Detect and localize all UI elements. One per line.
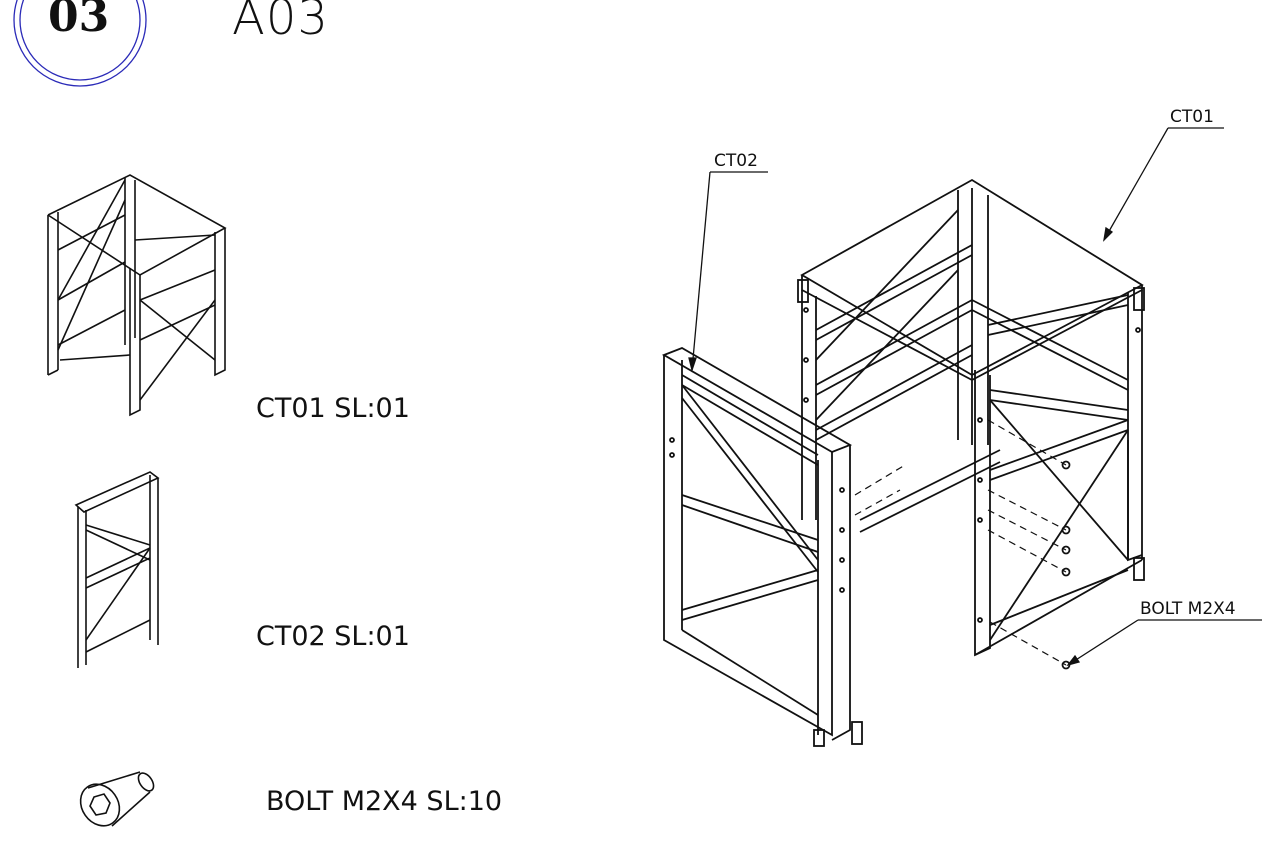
step-number: 03 <box>48 0 110 42</box>
step-badge <box>13 0 147 87</box>
assembly-drawing <box>661 178 1145 747</box>
part-label-ct02: CT02 SL:01 <box>256 621 410 652</box>
bolt-icon <box>79 771 155 827</box>
part-label-bolt: BOLT M2X4 SL:10 <box>266 786 503 817</box>
leader-lines <box>688 127 1262 667</box>
ct02-frame-icon <box>74 471 160 668</box>
callout-bolt: BOLT M2X4 <box>1140 599 1236 619</box>
part-label-ct01: CT01 SL:01 <box>256 393 410 424</box>
alignment-lines <box>854 419 1067 666</box>
assembly-title: A03 <box>232 0 329 46</box>
callout-ct02: CT02 <box>714 151 758 171</box>
callout-ct01: CT01 <box>1170 107 1214 127</box>
ct01-frame-icon <box>47 174 227 417</box>
